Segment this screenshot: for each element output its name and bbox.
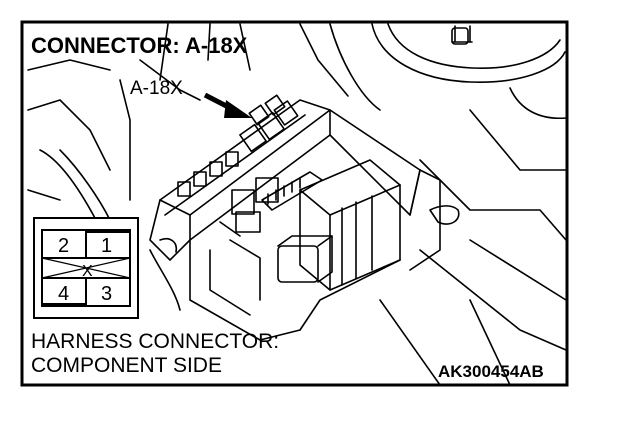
engine-bay-illustration	[27, 23, 567, 386]
pin-2-label: 2	[58, 235, 69, 257]
pin-key-label: X	[82, 263, 93, 280]
caption-line-1: HARNESS CONNECTOR:	[31, 330, 279, 353]
pin-1-label: 1	[101, 235, 112, 257]
connector-face: 2 1 X 4 3	[33, 217, 139, 319]
pin-4-label: 4	[58, 283, 69, 305]
callout-label: A-18X	[130, 78, 183, 99]
pin-cell-3	[85, 277, 131, 307]
diagram-title: CONNECTOR: A-18X	[31, 33, 248, 58]
figure-code: AK300454AB	[438, 362, 544, 381]
pin-3-label: 3	[101, 283, 112, 305]
caption-line-2: COMPONENT SIDE	[31, 354, 222, 377]
callout-arrowhead	[224, 100, 252, 118]
